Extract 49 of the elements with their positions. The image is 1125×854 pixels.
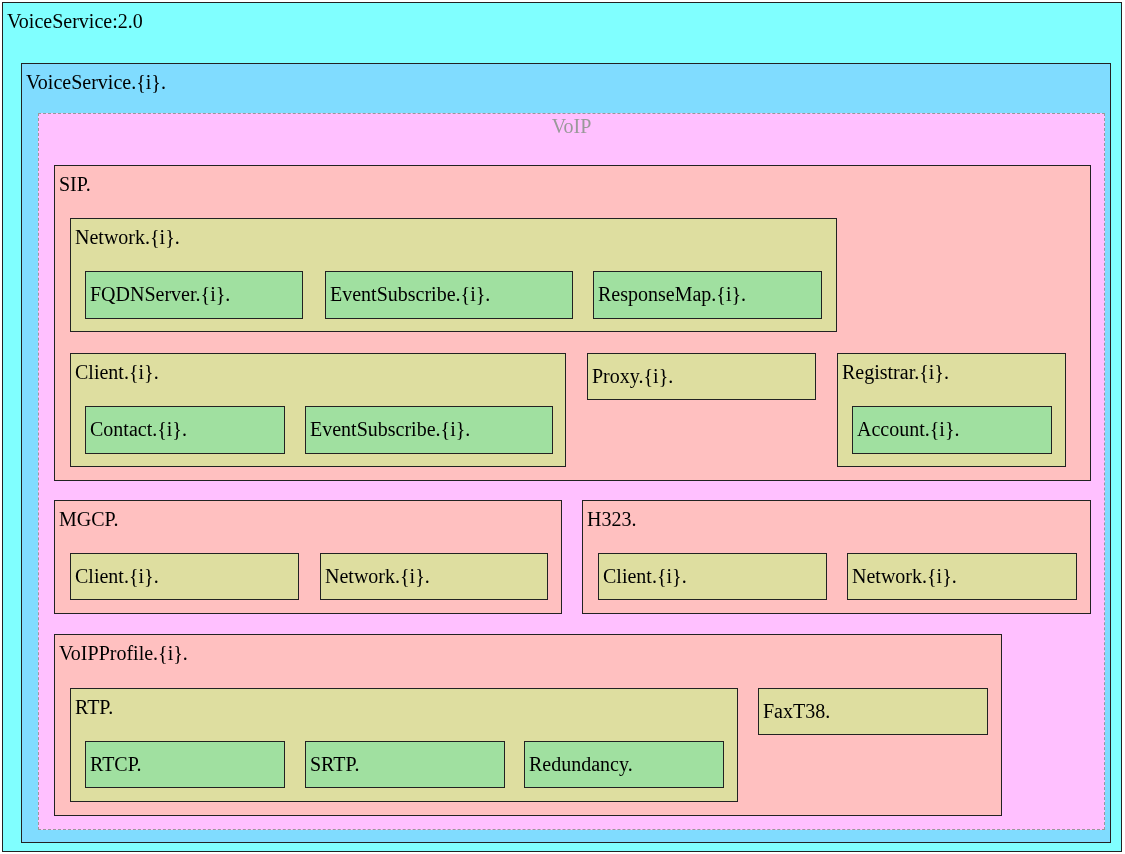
node-label: VoiceService:2.0 (7, 9, 143, 33)
object-box (305, 741, 505, 788)
object-box (305, 406, 553, 454)
node-label: FaxT38. (763, 699, 831, 723)
node-label: MGCP. (59, 507, 119, 531)
container-box (70, 353, 566, 467)
object-box (85, 741, 285, 788)
container-box (582, 500, 1091, 614)
object-box (758, 688, 988, 735)
object-box (852, 406, 1052, 454)
node-label: Client.{i}. (603, 564, 687, 588)
container-box (70, 218, 837, 332)
node-label: Network.{i}. (852, 564, 957, 588)
node-label: VoIPProfile.{i}. (59, 641, 188, 665)
node-label: Registrar.{i}. (842, 360, 949, 384)
object-box (593, 271, 822, 319)
container-box (837, 353, 1066, 467)
object-box (847, 553, 1077, 600)
object-box (85, 406, 285, 454)
container-box (54, 165, 1091, 481)
node-label: ResponseMap.{i}. (598, 282, 747, 306)
node-label: VoiceService.{i}. (26, 70, 166, 94)
node-label: RTP. (75, 695, 114, 719)
object-box (524, 741, 724, 788)
node-label: H323. (587, 507, 637, 531)
node-label: Network.{i}. (325, 564, 430, 588)
node-label: SIP. (59, 172, 91, 196)
object-box (325, 271, 573, 319)
container-box (54, 500, 562, 614)
node-label: FQDNServer.{i}. (90, 282, 231, 306)
object-box (587, 353, 816, 400)
object-box (70, 553, 299, 600)
node-label: SRTP. (310, 752, 360, 776)
container-box (70, 688, 738, 802)
node-label: EventSubscribe.{i}. (310, 417, 471, 441)
node-label: Account.{i}. (857, 417, 960, 441)
node-label: Client.{i}. (75, 564, 159, 588)
node-label: RTCP. (90, 752, 142, 776)
node-label: EventSubscribe.{i}. (330, 282, 491, 306)
object-box (598, 553, 827, 600)
object-box (320, 553, 548, 600)
node-label: Client.{i}. (75, 360, 159, 384)
node-label: Network.{i}. (75, 225, 180, 249)
container-box (54, 634, 1002, 816)
node-label: Proxy.{i}. (592, 364, 674, 388)
node-label: VoIP (550, 114, 593, 138)
node-label: Redundancy. (529, 752, 633, 776)
object-box (85, 271, 303, 319)
node-label: Contact.{i}. (90, 417, 187, 441)
